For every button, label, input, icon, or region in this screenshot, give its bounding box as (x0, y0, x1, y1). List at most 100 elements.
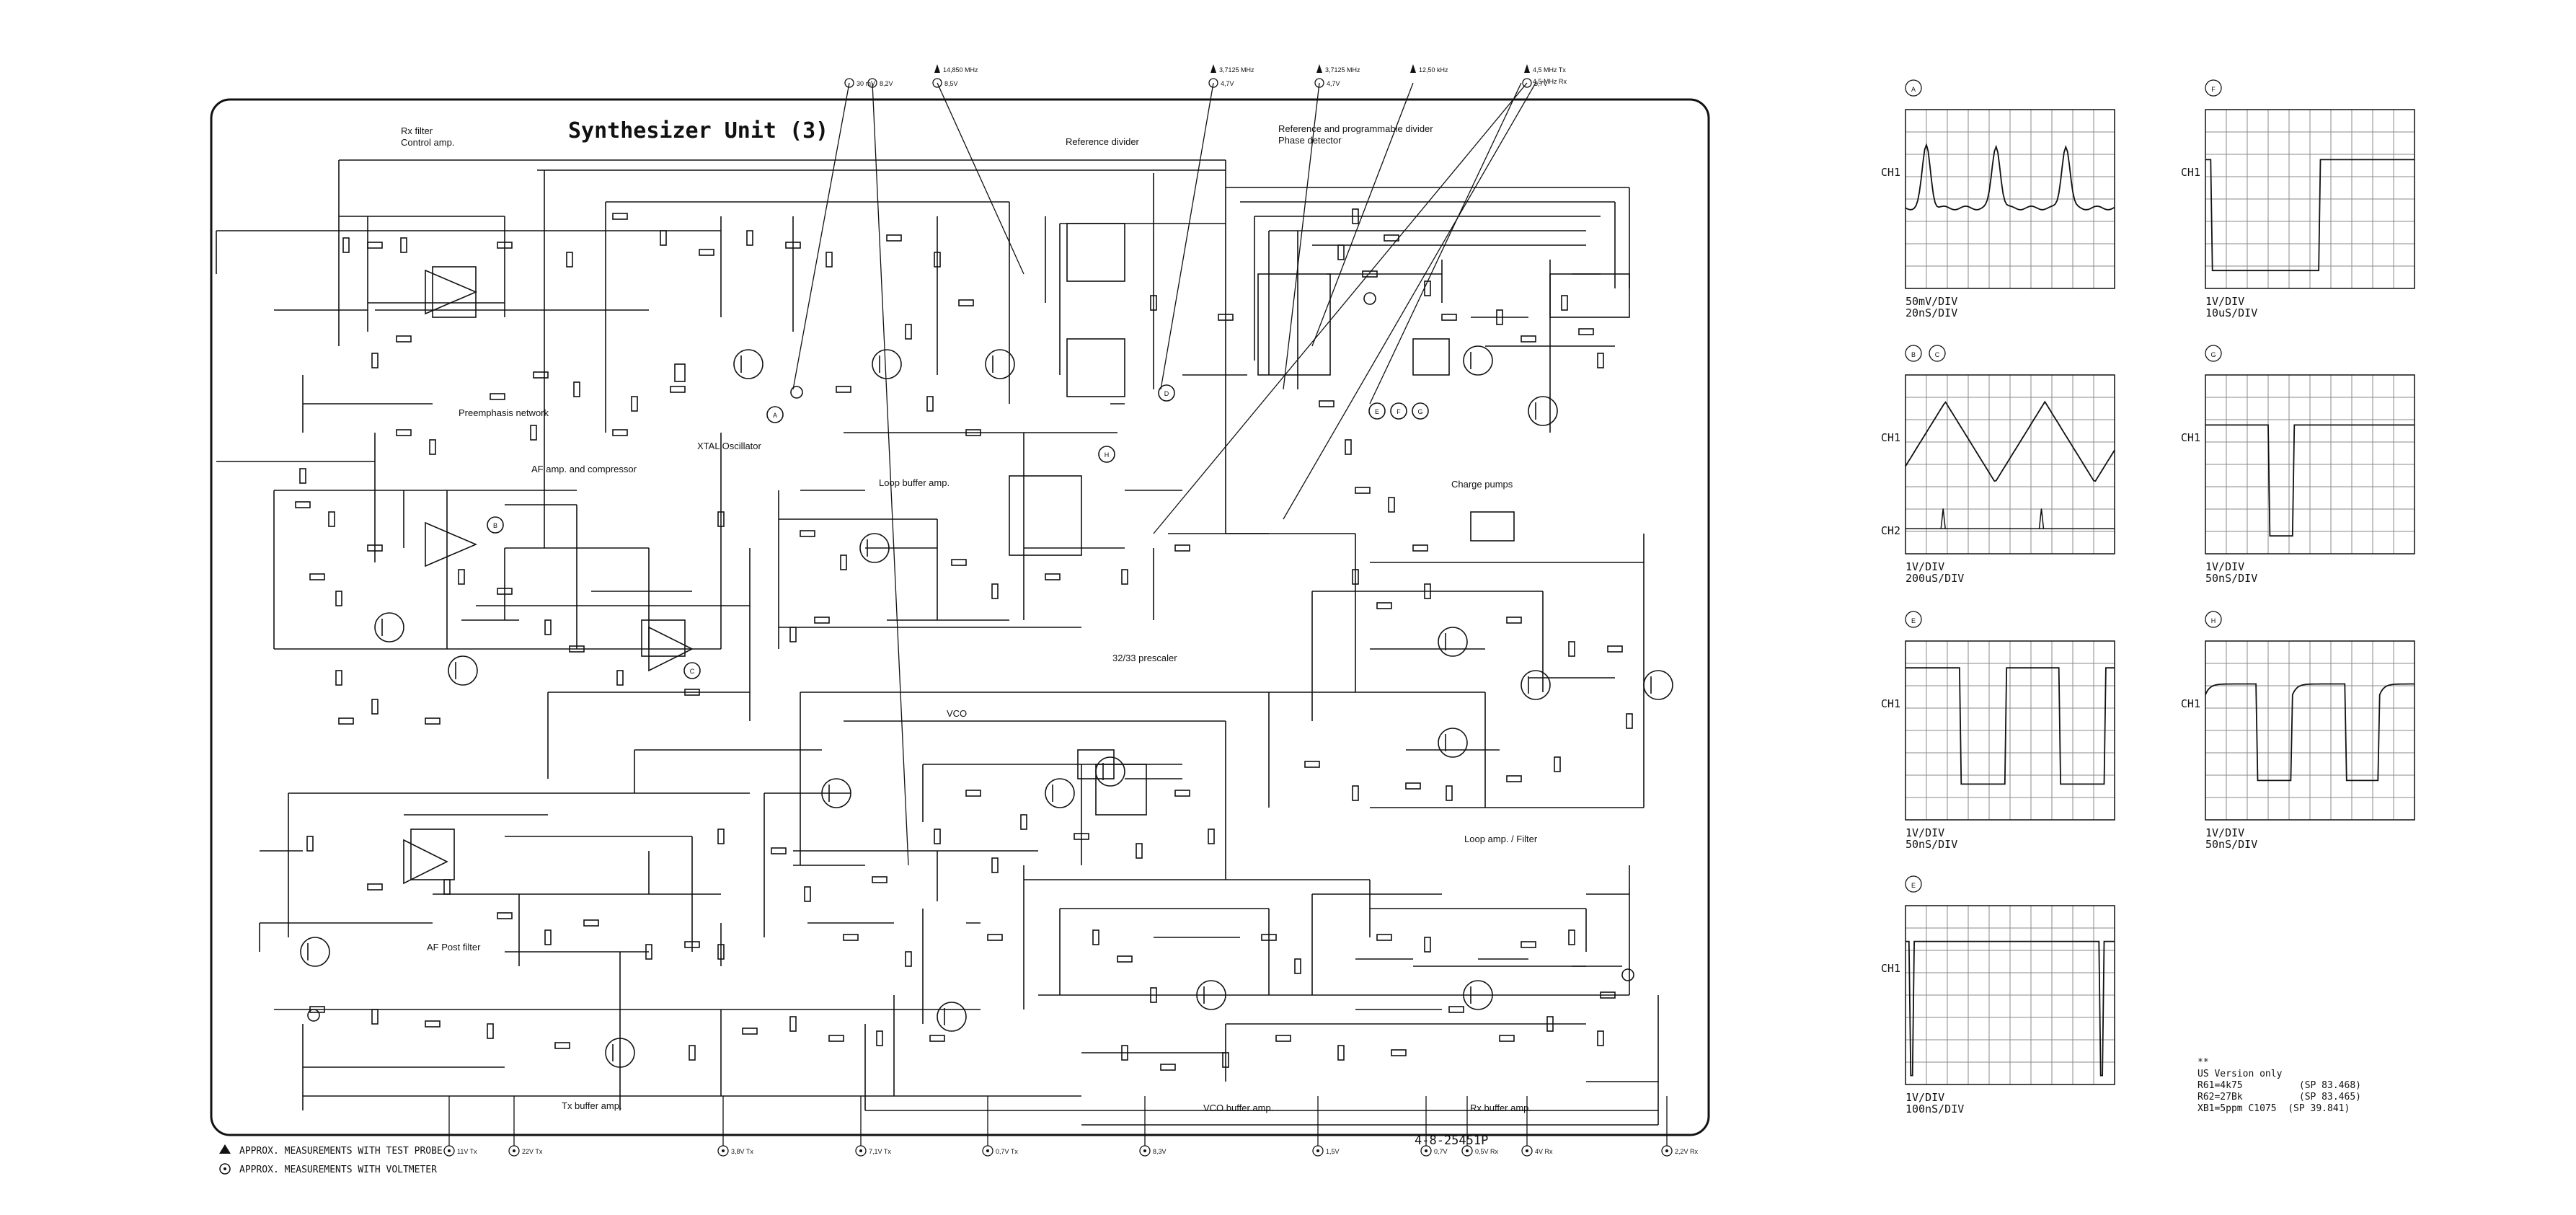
test-point-marker (683, 662, 701, 679)
test-point (1363, 292, 1376, 305)
transistor-symbol (733, 349, 763, 379)
transistor-symbol (1463, 345, 1493, 376)
passive-component (843, 934, 859, 941)
passive-component (1546, 1016, 1554, 1032)
scope-grid (2205, 374, 2415, 555)
block-label: Loop amp. / Filter (1464, 834, 1538, 844)
passive-component (335, 670, 342, 686)
scope-settings: 1V/DIV (1906, 1091, 1944, 1104)
schematic-wiring (216, 82, 1659, 1126)
voltmeter-dot (1466, 1149, 1469, 1152)
voltmeter-dot (1143, 1149, 1146, 1152)
passive-component (1499, 1035, 1515, 1042)
passive-component (487, 1023, 494, 1039)
scope-screen (1905, 109, 2115, 289)
passive-component (631, 396, 638, 412)
meter-voltage: 0,7V Tx (996, 1148, 1018, 1155)
passive-component (840, 555, 847, 570)
probe-dc-voltage: 4,7V (1221, 80, 1234, 87)
meter-voltage: 30 mV (857, 80, 875, 87)
transistor-symbol (1643, 670, 1673, 700)
passive-component (746, 230, 753, 246)
passive-component (1208, 829, 1215, 844)
passive-component (566, 252, 573, 268)
transistor-symbol (1528, 396, 1558, 426)
triangle-icon (1316, 64, 1322, 73)
scope-id-letter: C (1935, 351, 1940, 358)
passive-component (905, 951, 912, 967)
probe-dc-voltage: 3,7V (1534, 80, 1548, 87)
passive-component (533, 371, 549, 379)
scope-id-marker (2205, 345, 2222, 362)
passive-component (699, 249, 714, 256)
passive-component (573, 381, 580, 397)
passive-component (1600, 991, 1616, 999)
passive-component (335, 591, 342, 606)
passive-component (1597, 1030, 1604, 1046)
test-point-letter: E (1375, 408, 1379, 415)
meter-voltage: 1,5V (1326, 1148, 1340, 1155)
scope-id-marker (1929, 345, 1946, 362)
passive-component (1521, 941, 1536, 948)
block-label: Reference divider (1066, 136, 1140, 147)
transistor-symbol (821, 778, 851, 808)
passive-component (497, 242, 513, 249)
meter-voltage: 8,2V (880, 80, 893, 87)
passive-component (371, 353, 379, 368)
passive-component (1337, 1045, 1345, 1061)
voltmeter-circle-icon (844, 78, 854, 88)
passive-component (1578, 328, 1594, 335)
transistor-symbol (1463, 980, 1493, 1010)
post-filter-ic (410, 829, 455, 880)
passive-component (544, 619, 552, 635)
passive-component (367, 544, 383, 552)
test-point-marker (766, 406, 784, 423)
passive-component (371, 1009, 379, 1025)
passive-component (1568, 929, 1575, 945)
passive-component (951, 559, 967, 566)
passive-component (886, 234, 902, 242)
passive-component (1319, 400, 1335, 407)
compressor-ic (641, 619, 686, 657)
scope-id-marker (2205, 79, 2222, 97)
voltmeter-circle-icon (932, 78, 942, 88)
passive-component (717, 944, 725, 960)
voltmeter-circle-icon (1314, 78, 1324, 88)
test-point-letter: H (1105, 451, 1110, 459)
passive-component (1174, 544, 1190, 552)
passive-component (1376, 602, 1392, 609)
divider-ic-2 (1066, 338, 1125, 397)
probe-frequency: 4,5 MHz Rx (1533, 78, 1567, 85)
meter-voltage: 8,3V (1153, 1148, 1167, 1155)
probe-dc-voltage: 8,5V (944, 80, 958, 87)
meter-voltage: 0,7V (1434, 1148, 1448, 1155)
passive-component (490, 393, 505, 400)
probe-frequency: 3,7125 MHz (1219, 66, 1254, 74)
passive-component (554, 1042, 570, 1049)
dual-transistor (1412, 338, 1450, 376)
passive-component (1405, 782, 1421, 790)
scope-id-letter: A (1911, 86, 1916, 93)
voltmeter-dot (722, 1149, 725, 1152)
passive-component (905, 324, 912, 340)
transistor-symbol (374, 612, 404, 642)
block-label: VCO buffer amp. (1203, 1103, 1273, 1113)
scope-grid (2205, 640, 2415, 821)
probe-lead (872, 82, 909, 866)
passive-component (1496, 309, 1503, 325)
test-point-marker (1158, 384, 1175, 402)
passive-component (1074, 833, 1089, 840)
transistor-symbol (605, 1038, 635, 1068)
passive-component (458, 569, 465, 585)
test-point-letter: G (1417, 408, 1422, 415)
passive-component (1218, 314, 1234, 321)
voltmeter-dot (1316, 1149, 1319, 1152)
passive-component (1352, 785, 1359, 801)
voltmeter-dot (986, 1149, 989, 1152)
voltmeter-dot (448, 1149, 451, 1152)
passive-component (1337, 244, 1345, 260)
meter-voltage: 3,8V Tx (731, 1148, 753, 1155)
passive-component (1352, 569, 1359, 585)
passive-component (1424, 583, 1431, 599)
